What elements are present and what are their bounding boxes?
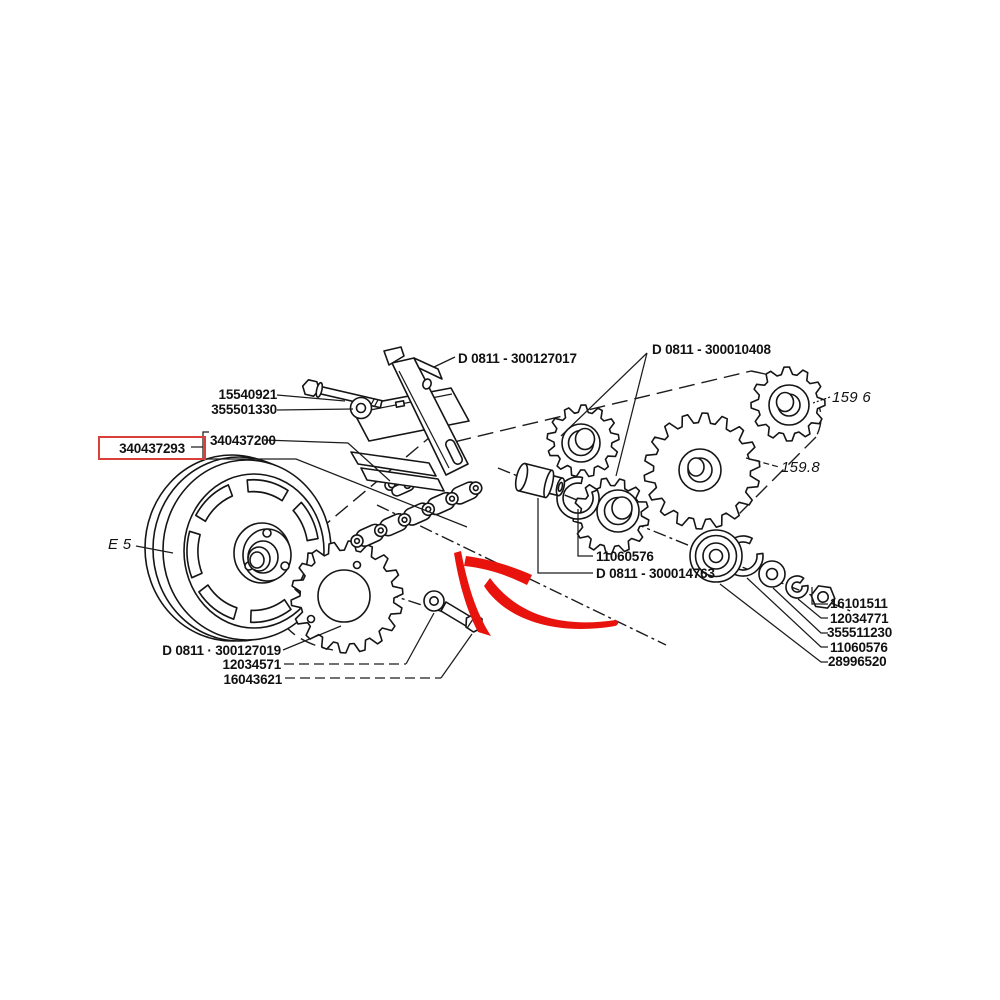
washer-355511230 (758, 560, 786, 588)
circlip-11060576-mid (556, 476, 600, 520)
ref-159-8: 159.8 (781, 459, 820, 476)
sprocket-upper-small (546, 404, 620, 478)
part-355501330: 355501330 (211, 402, 277, 417)
part-15540921: 15540921 (219, 387, 278, 402)
washer-12034571 (423, 590, 445, 612)
chain (350, 481, 483, 548)
part-d0811-300127019: D 0811 · 300127019 (162, 643, 281, 658)
part-11060576-right: 11060576 (830, 640, 888, 655)
part-16043621: 16043621 (224, 672, 283, 687)
part-12034771: 12034771 (830, 611, 889, 626)
part-d0811-300127017: D 0811 - 300127017 (458, 351, 577, 366)
part-labels: 15540921 355501330 340437293 340437200 E… (108, 342, 892, 687)
bushing (514, 462, 566, 499)
part-d0811-300014763: D 0811 - 300014763 (596, 566, 715, 581)
part-16101511: 16101511 (830, 596, 888, 611)
nut-16101511 (810, 585, 836, 609)
ref-159-6: 159 6 (832, 389, 871, 406)
ref-e5: E 5 (108, 536, 132, 553)
brake-drum (144, 454, 332, 642)
leader-lines (135, 352, 831, 679)
highlight-box (98, 436, 206, 460)
part-11060576-mid: 11060576 (596, 549, 654, 564)
tensioner-bracket (350, 346, 470, 492)
sprocket-lower (290, 540, 404, 654)
part-12034571: 12034571 (223, 657, 282, 672)
part-340437293: 340437293 (119, 441, 185, 456)
part-28996520: 28996520 (828, 654, 886, 669)
sprocket-159-8 (643, 412, 761, 530)
part-355511230: 355511230 (827, 625, 892, 640)
sprocket-159-6 (750, 366, 826, 442)
sprocket-lower-small (572, 477, 650, 555)
sprockets-and-rings (290, 366, 826, 654)
part-d0811-300010408: D 0811 - 300010408 (652, 342, 771, 357)
washer-355501330 (349, 396, 373, 420)
highlight-arrow (454, 551, 619, 636)
lock-washer-12034771 (785, 575, 809, 599)
part-340437200: 340437200 (210, 433, 276, 448)
bearing-28996520 (689, 529, 743, 583)
